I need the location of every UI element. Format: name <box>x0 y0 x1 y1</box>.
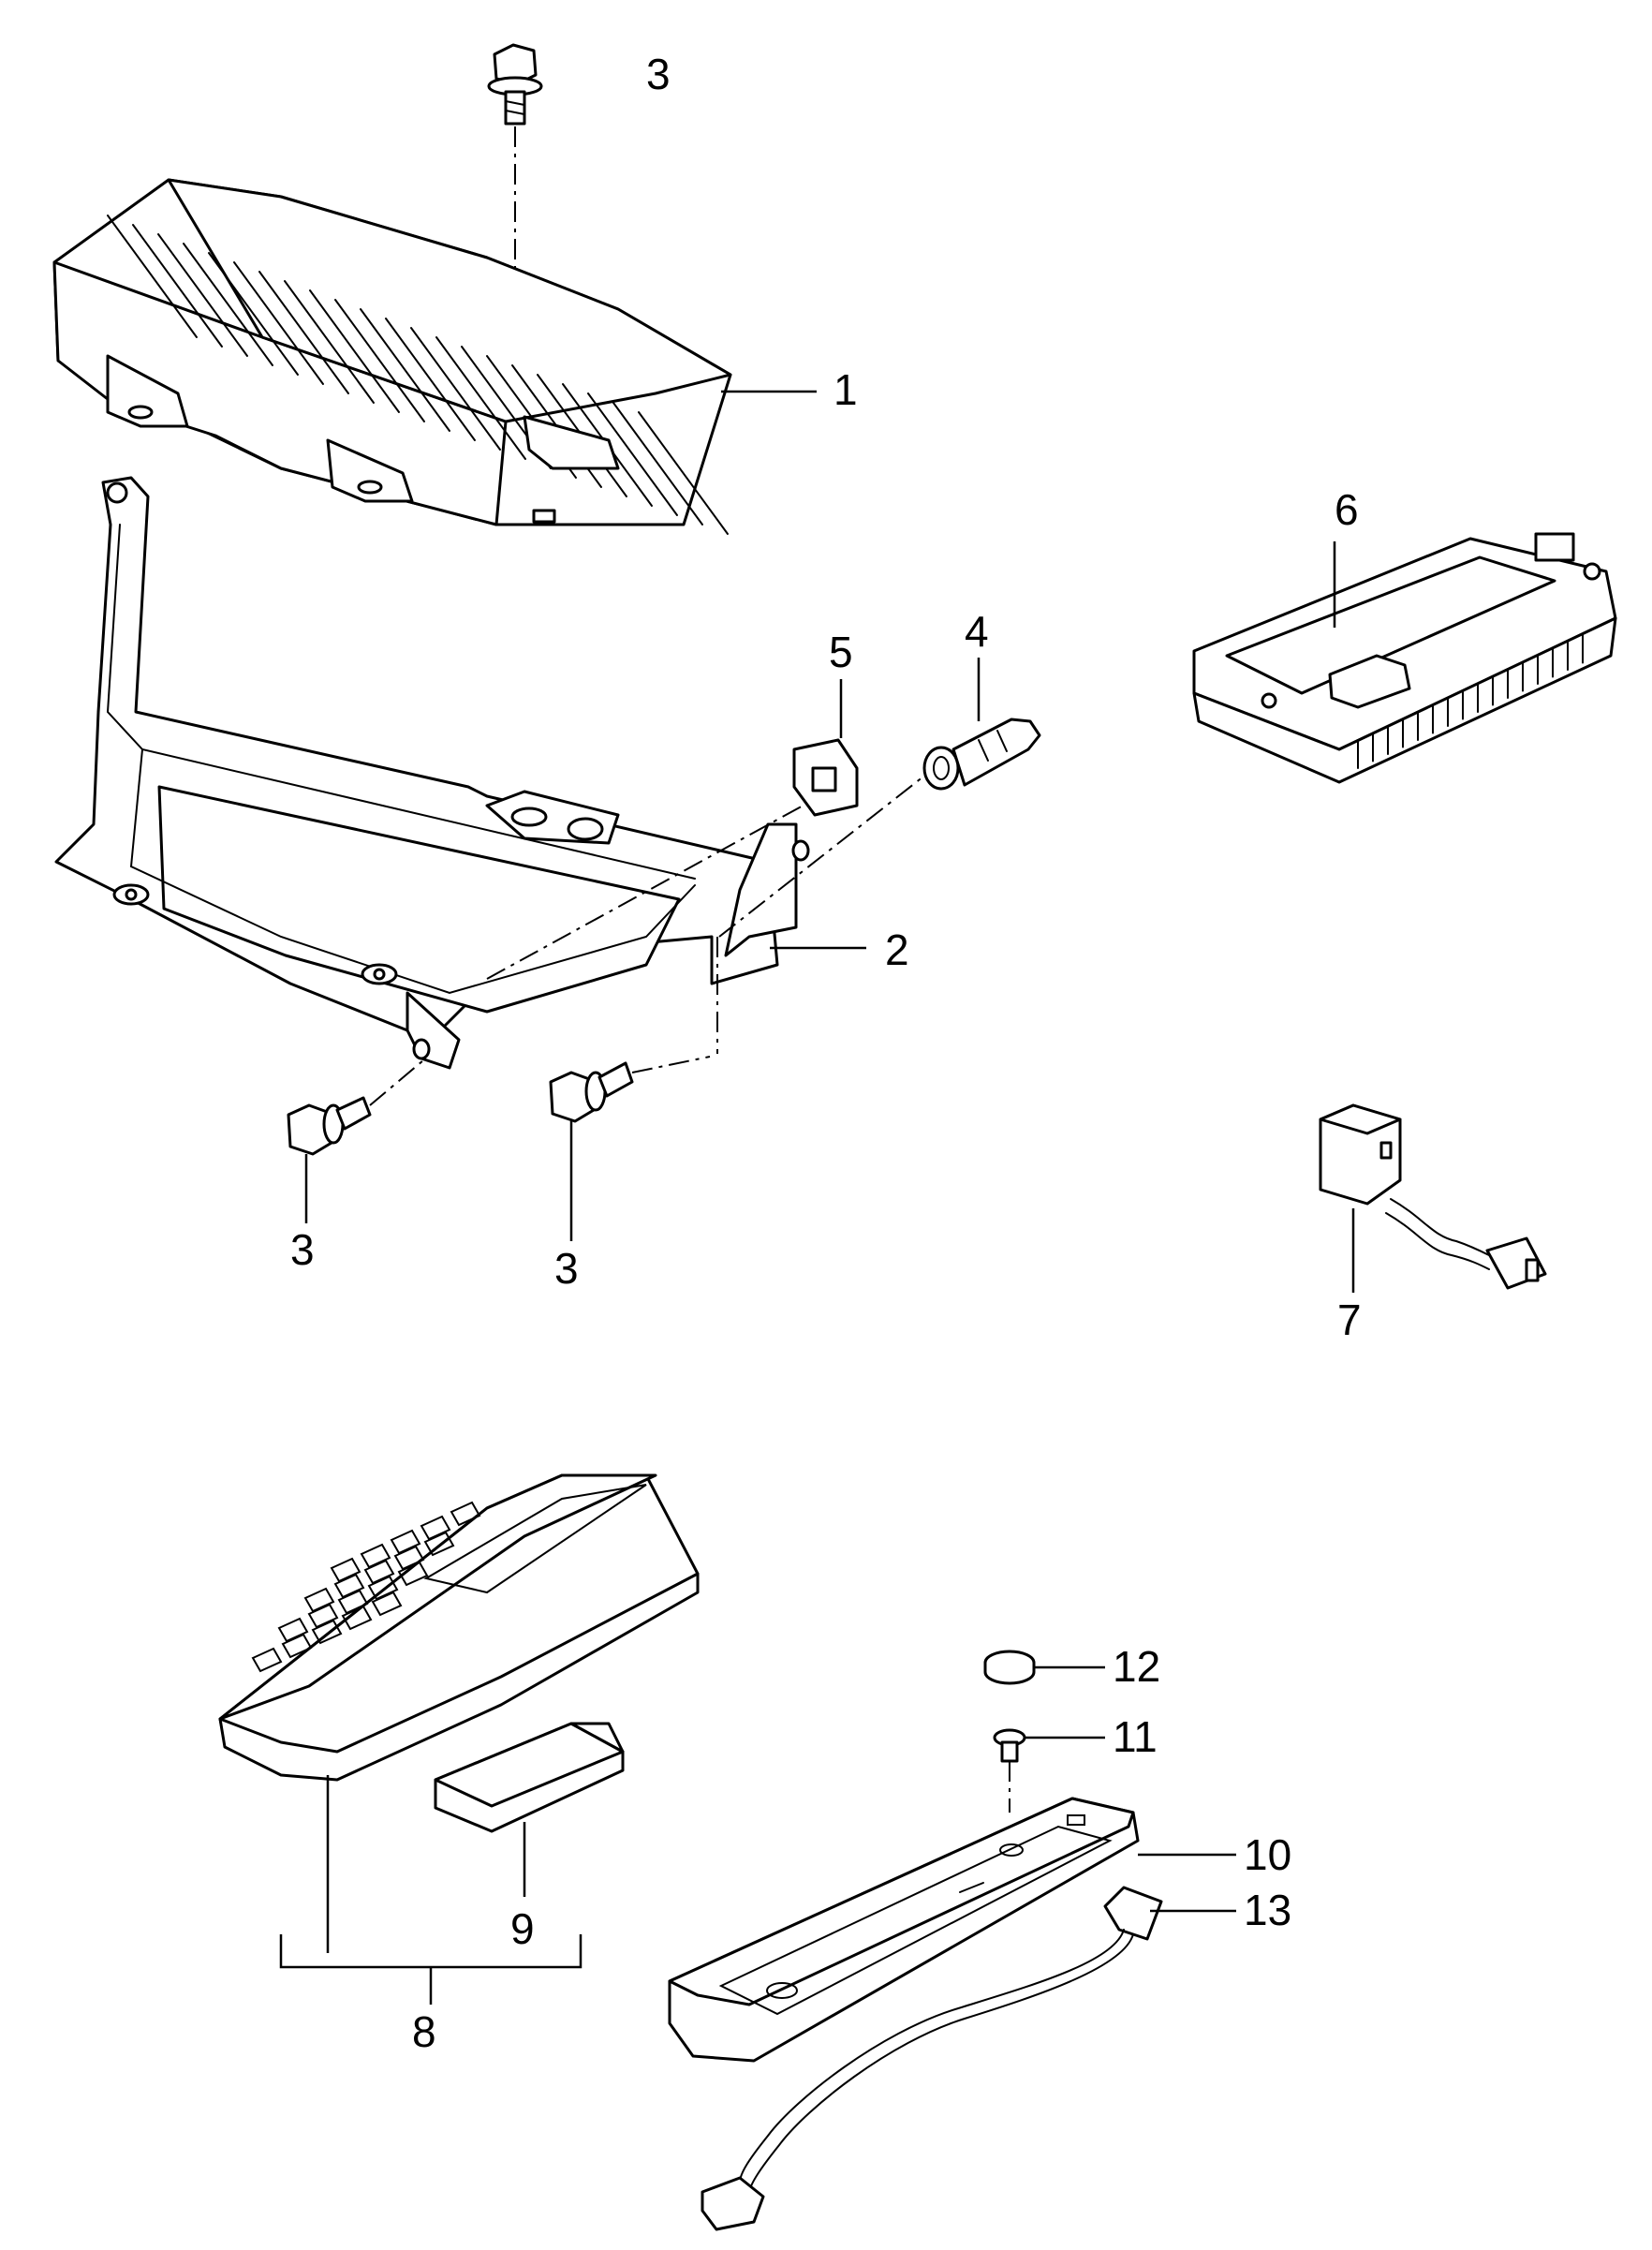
small-screw <box>993 1728 1105 1813</box>
cover-cap <box>983 1650 1105 1685</box>
plastic-rivet <box>922 658 1041 791</box>
cradle-cable <box>701 1886 1236 2231</box>
callout-13: 13 <box>1244 1886 1291 1934</box>
connector-harness <box>1319 1103 1547 1293</box>
callout-10: 10 <box>1244 1830 1291 1879</box>
callout-1: 1 <box>833 365 858 414</box>
callout-6: 6 <box>1335 485 1359 534</box>
callout-9: 9 <box>510 1904 535 1953</box>
control-module <box>1192 532 1617 784</box>
callout-2: 2 <box>885 925 909 974</box>
callout-8: 8 <box>412 2007 436 2056</box>
callout-11: 11 <box>1113 1712 1158 1761</box>
callout-4: 4 <box>965 607 989 656</box>
clip-nut <box>792 679 859 817</box>
mounting-bracket <box>54 476 937 1070</box>
screw-top <box>487 43 543 281</box>
battery-pack <box>434 1722 625 1897</box>
phone-handset <box>218 1473 700 2005</box>
amplifier-unit <box>52 178 817 535</box>
callout-7: 7 <box>1337 1295 1362 1344</box>
callout-3-middle: 3 <box>554 1244 579 1293</box>
callout-5: 5 <box>829 628 853 676</box>
screw-middle <box>549 1056 711 1241</box>
callout-12: 12 <box>1113 1642 1160 1691</box>
callout-3-top: 3 <box>646 50 671 98</box>
callout-3-left: 3 <box>290 1225 315 1274</box>
handset-cradle <box>668 1797 1236 2063</box>
screw-left <box>287 1059 424 1223</box>
